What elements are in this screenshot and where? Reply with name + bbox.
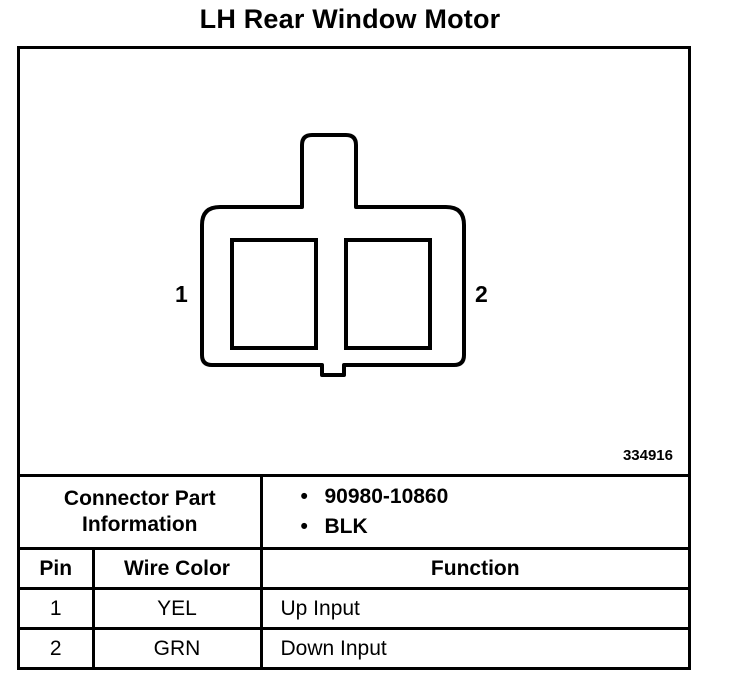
connector-part-label-line2: Information [82, 513, 198, 536]
bullet-icon: • [300, 515, 308, 538]
row-2-function: Down Input [259, 627, 688, 669]
connector-info-row: Connector Part Information • 90980-10860 … [20, 474, 689, 550]
pin-cavity-1 [230, 238, 318, 350]
table-row: 2 GRN Down Input [20, 627, 688, 669]
row-1-pin: 1 [20, 587, 95, 630]
part-number: 90980-10860 [324, 485, 449, 508]
table-row: 1 YEL Up Input [20, 587, 688, 630]
connector-frame: 1 2 334916 Connector Part Information • 9… [17, 46, 691, 670]
pin-1-label: 1 [175, 281, 188, 307]
table-header-row: Pin Wire Color Function [20, 547, 688, 590]
header-wire-color: Wire Color [91, 547, 263, 590]
row-2-pin: 2 [20, 627, 95, 669]
bullet-icon: • [300, 485, 308, 508]
pin-2-label: 2 [475, 281, 488, 307]
pin-cavity-2 [344, 238, 432, 350]
row-1-function: Up Input [259, 587, 688, 630]
connector-drawing [200, 133, 466, 377]
connector-diagram: 1 2 334916 [20, 49, 688, 474]
header-function: Function [259, 547, 688, 590]
row-2-wire-color: GRN [91, 627, 263, 669]
connector-part-label: Connector Part Information [20, 474, 263, 550]
connector-table: Connector Part Information • 90980-10860 … [20, 474, 688, 669]
part-number-item: • 90980-10860 [301, 482, 689, 512]
connector-color-item: • BLK [301, 512, 689, 542]
row-1-wire-color: YEL [91, 587, 263, 630]
connector-part-label-line1: Connector Part [63, 487, 216, 510]
connector-color: BLK [324, 515, 368, 538]
header-pin: Pin [20, 547, 95, 590]
page-title: LH Rear Window Motor [199, 4, 501, 34]
connector-part-info: • 90980-10860 • BLK [259, 474, 689, 550]
connector-body-outline [200, 133, 466, 377]
figure-number: 334916 [622, 447, 673, 464]
